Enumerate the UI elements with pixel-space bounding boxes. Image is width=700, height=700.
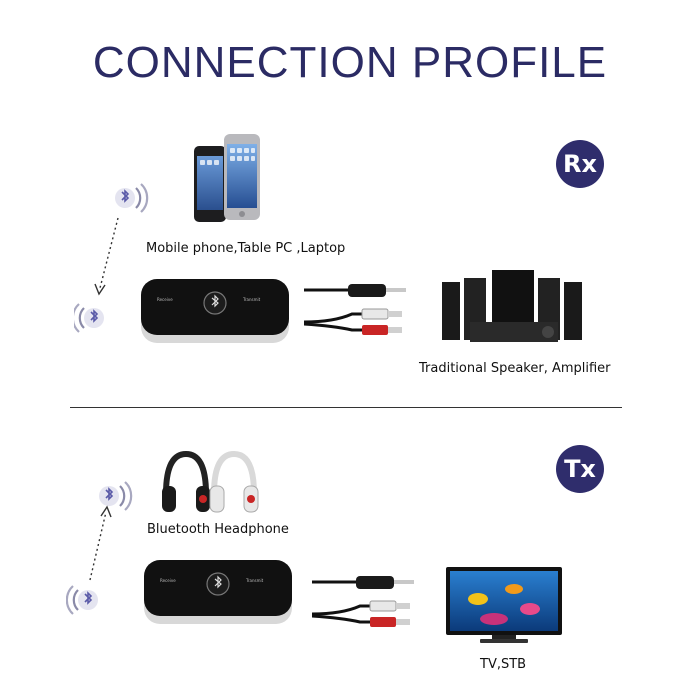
audio-cable-icon <box>304 278 410 338</box>
tx-source-label: Bluetooth Headphone <box>147 522 289 537</box>
bluetooth-transceiver-device: Receive Transmit <box>142 558 294 626</box>
rx-badge: Rx <box>556 140 604 188</box>
receive-label: Receive <box>160 578 176 583</box>
transmit-label: Transmit <box>243 297 260 302</box>
rx-target-label: Traditional Speaker, Amplifier <box>419 361 611 376</box>
section-divider <box>70 407 622 408</box>
tv-icon <box>444 565 564 645</box>
rx-section: Rx Mobile phone,Table PC ,Laptop <box>0 0 700 405</box>
tx-section: Tx Bluetooth Headphone <box>0 410 700 700</box>
pairing-arrow-icon <box>84 504 114 584</box>
bluetooth-icon <box>108 178 150 218</box>
headphones-icon <box>160 448 260 518</box>
audio-cable-icon <box>312 570 418 630</box>
tx-badge: Tx <box>556 445 604 493</box>
tx-target-label: TV,STB <box>480 657 526 672</box>
bluetooth-icon <box>66 580 108 620</box>
receive-label: Receive <box>157 297 173 302</box>
rx-source-label: Mobile phone,Table PC ,Laptop <box>146 241 345 256</box>
transmit-label: Transmit <box>246 578 263 583</box>
bluetooth-icon <box>74 298 116 338</box>
bluetooth-transceiver-device: Receive Transmit <box>139 277 291 345</box>
phones-icon <box>192 132 264 224</box>
speaker-system-icon <box>440 268 600 344</box>
pairing-arrow-icon <box>92 214 122 300</box>
